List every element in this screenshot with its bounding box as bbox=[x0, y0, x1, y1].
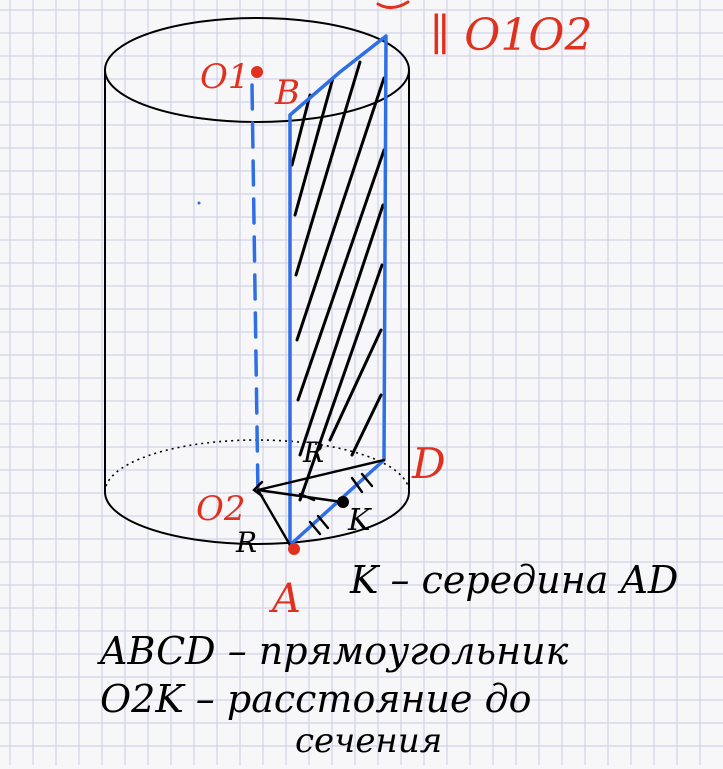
stray-dot bbox=[197, 201, 201, 205]
tick-kd-2 bbox=[360, 472, 374, 488]
segment-o2k bbox=[256, 488, 344, 504]
label-a: A bbox=[268, 576, 301, 622]
label-o2: O2 bbox=[196, 489, 246, 529]
label-d: D bbox=[411, 439, 446, 488]
label-r-left: R bbox=[235, 526, 257, 559]
label-k: K bbox=[347, 503, 372, 538]
note-rectangle: ABCD – прямоугольник bbox=[97, 629, 569, 673]
radius-o2d bbox=[256, 458, 386, 492]
cylinder-bottom-front-arc bbox=[104, 491, 410, 545]
point-k bbox=[337, 496, 349, 508]
point-o1 bbox=[251, 66, 263, 78]
o2-tick bbox=[252, 480, 264, 498]
radius-o2a bbox=[256, 488, 292, 547]
note-distance: O2K – расстояние до bbox=[100, 677, 532, 721]
tick-kd-1 bbox=[350, 476, 364, 494]
cut-off-letter-stroke bbox=[376, 0, 410, 9]
tick-ak-2 bbox=[316, 514, 330, 530]
tick-ak-1 bbox=[308, 520, 322, 536]
label-o1: O1 bbox=[200, 57, 250, 97]
label-b: B bbox=[274, 73, 300, 113]
axis-o1o2 bbox=[250, 83, 260, 497]
note-section: сечения bbox=[295, 721, 442, 761]
section-abcd bbox=[288, 34, 388, 547]
note-midpoint: K – середина AD bbox=[349, 558, 678, 602]
section-hatching bbox=[290, 60, 386, 502]
label-r-top: R bbox=[302, 436, 324, 469]
point-a bbox=[288, 543, 300, 555]
right-angle-mark bbox=[298, 492, 316, 502]
radius-lines bbox=[252, 458, 386, 547]
label-parallel-o1o2: ∥ O1O2 bbox=[430, 10, 592, 61]
section-rectangle bbox=[250, 34, 388, 547]
